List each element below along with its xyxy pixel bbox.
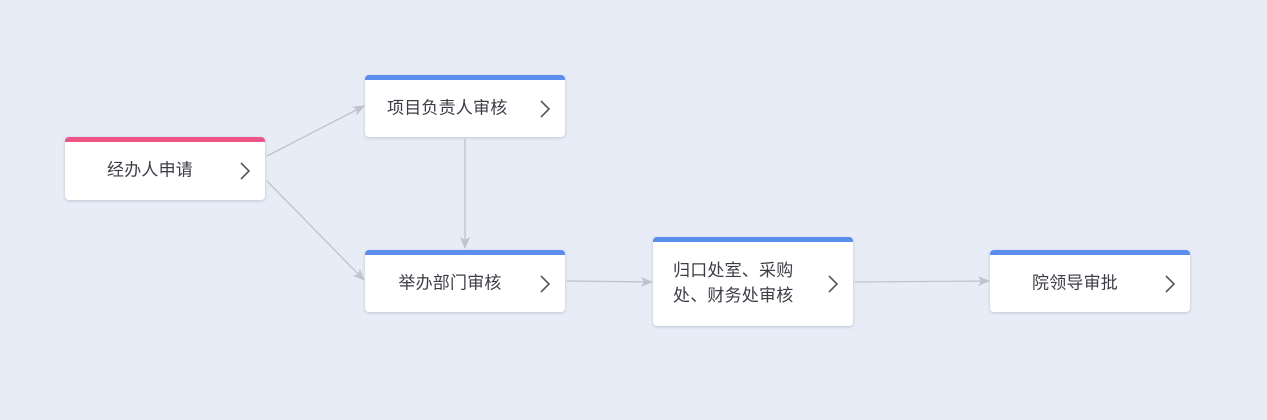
chevron-right-icon (240, 162, 251, 180)
node-label: 项目负责人审核 (387, 98, 508, 118)
node-applicant-request[interactable]: 经办人申请 (65, 137, 265, 200)
node-label: 归口处室、采购处、财务处审核 (673, 261, 794, 306)
connector-applicant-to-project-lead (266, 105, 365, 157)
node-label: 经办人申请 (107, 160, 193, 181)
node-offices-review[interactable]: 归口处室、采购处、财务处审核 (653, 237, 853, 326)
chevron-right-icon (540, 274, 551, 293)
chevron-right-icon (540, 99, 551, 118)
chevron-right-icon (1165, 274, 1176, 293)
connector-offices-to-leadership (854, 276, 990, 287)
node-label: 举办部门审核 (398, 273, 502, 293)
connector-host-department-to-offices (566, 276, 653, 287)
node-label: 院领导审批 (1032, 273, 1118, 293)
node-host-department-review[interactable]: 举办部门审核 (365, 250, 565, 312)
node-leadership-approval[interactable]: 院领导审批 (990, 250, 1190, 312)
node-project-lead-review[interactable]: 项目负责人审核 (365, 75, 565, 137)
connector-applicant-to-host-department (266, 180, 365, 281)
chevron-right-icon (828, 275, 839, 293)
